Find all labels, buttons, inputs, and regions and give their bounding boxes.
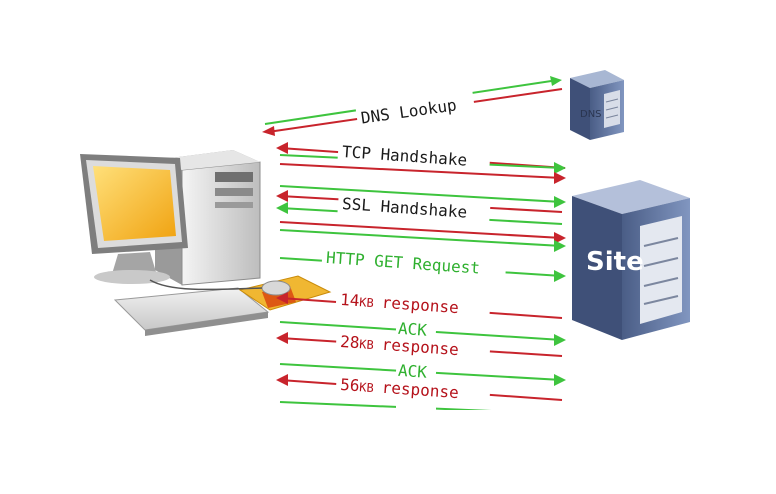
mouse-cable — [149, 279, 263, 291]
ssl-arrow-5 — [279, 229, 563, 247]
response-14kb-label: 14KB response — [335, 288, 491, 320]
ack-label-2: ACK — [397, 361, 428, 382]
kb-unit: KB — [359, 380, 374, 395]
kb-unit: KB — [359, 295, 374, 310]
keyboard — [113, 287, 270, 336]
ack-label-3-partial — [396, 402, 436, 410]
kb-unit: KB — [359, 337, 374, 352]
response-word: response — [381, 378, 459, 402]
mouse — [261, 280, 291, 296]
dns-response-arrowhead — [262, 126, 275, 136]
ssl-handshake-label: SSL Handshake — [341, 194, 467, 222]
response-word: response — [381, 293, 459, 317]
ssl-arrow-4 — [279, 221, 563, 239]
client-computer — [80, 150, 332, 336]
site-server-label: Site — [586, 247, 644, 277]
response-28kb-size: 28 — [340, 332, 361, 352]
response-56kb-size: 56 — [340, 375, 361, 395]
bottom-fade — [0, 410, 776, 494]
response-28kb-label: 28KB response — [335, 330, 491, 362]
response-14kb-size: 14 — [340, 290, 361, 310]
ssl-arrow-1 — [279, 185, 563, 203]
tcp-handshake-label: TCP Handshake — [341, 142, 467, 170]
site-server: Site — [572, 180, 690, 340]
message-labels: DNS Lookup TCP Handshake SSL Handshake H… — [321, 87, 507, 405]
dns-server: DNS — [570, 70, 624, 140]
monitor — [80, 154, 188, 284]
dns-request-arrowhead — [550, 76, 562, 86]
http-get-label: HTTP GET Request — [326, 248, 481, 278]
ack-label-1: ACK — [397, 319, 428, 340]
dns-server-label: DNS — [580, 109, 602, 120]
response-word: response — [381, 335, 459, 359]
monitor-screen — [93, 166, 176, 241]
tcp-arrow-3 — [279, 163, 563, 179]
